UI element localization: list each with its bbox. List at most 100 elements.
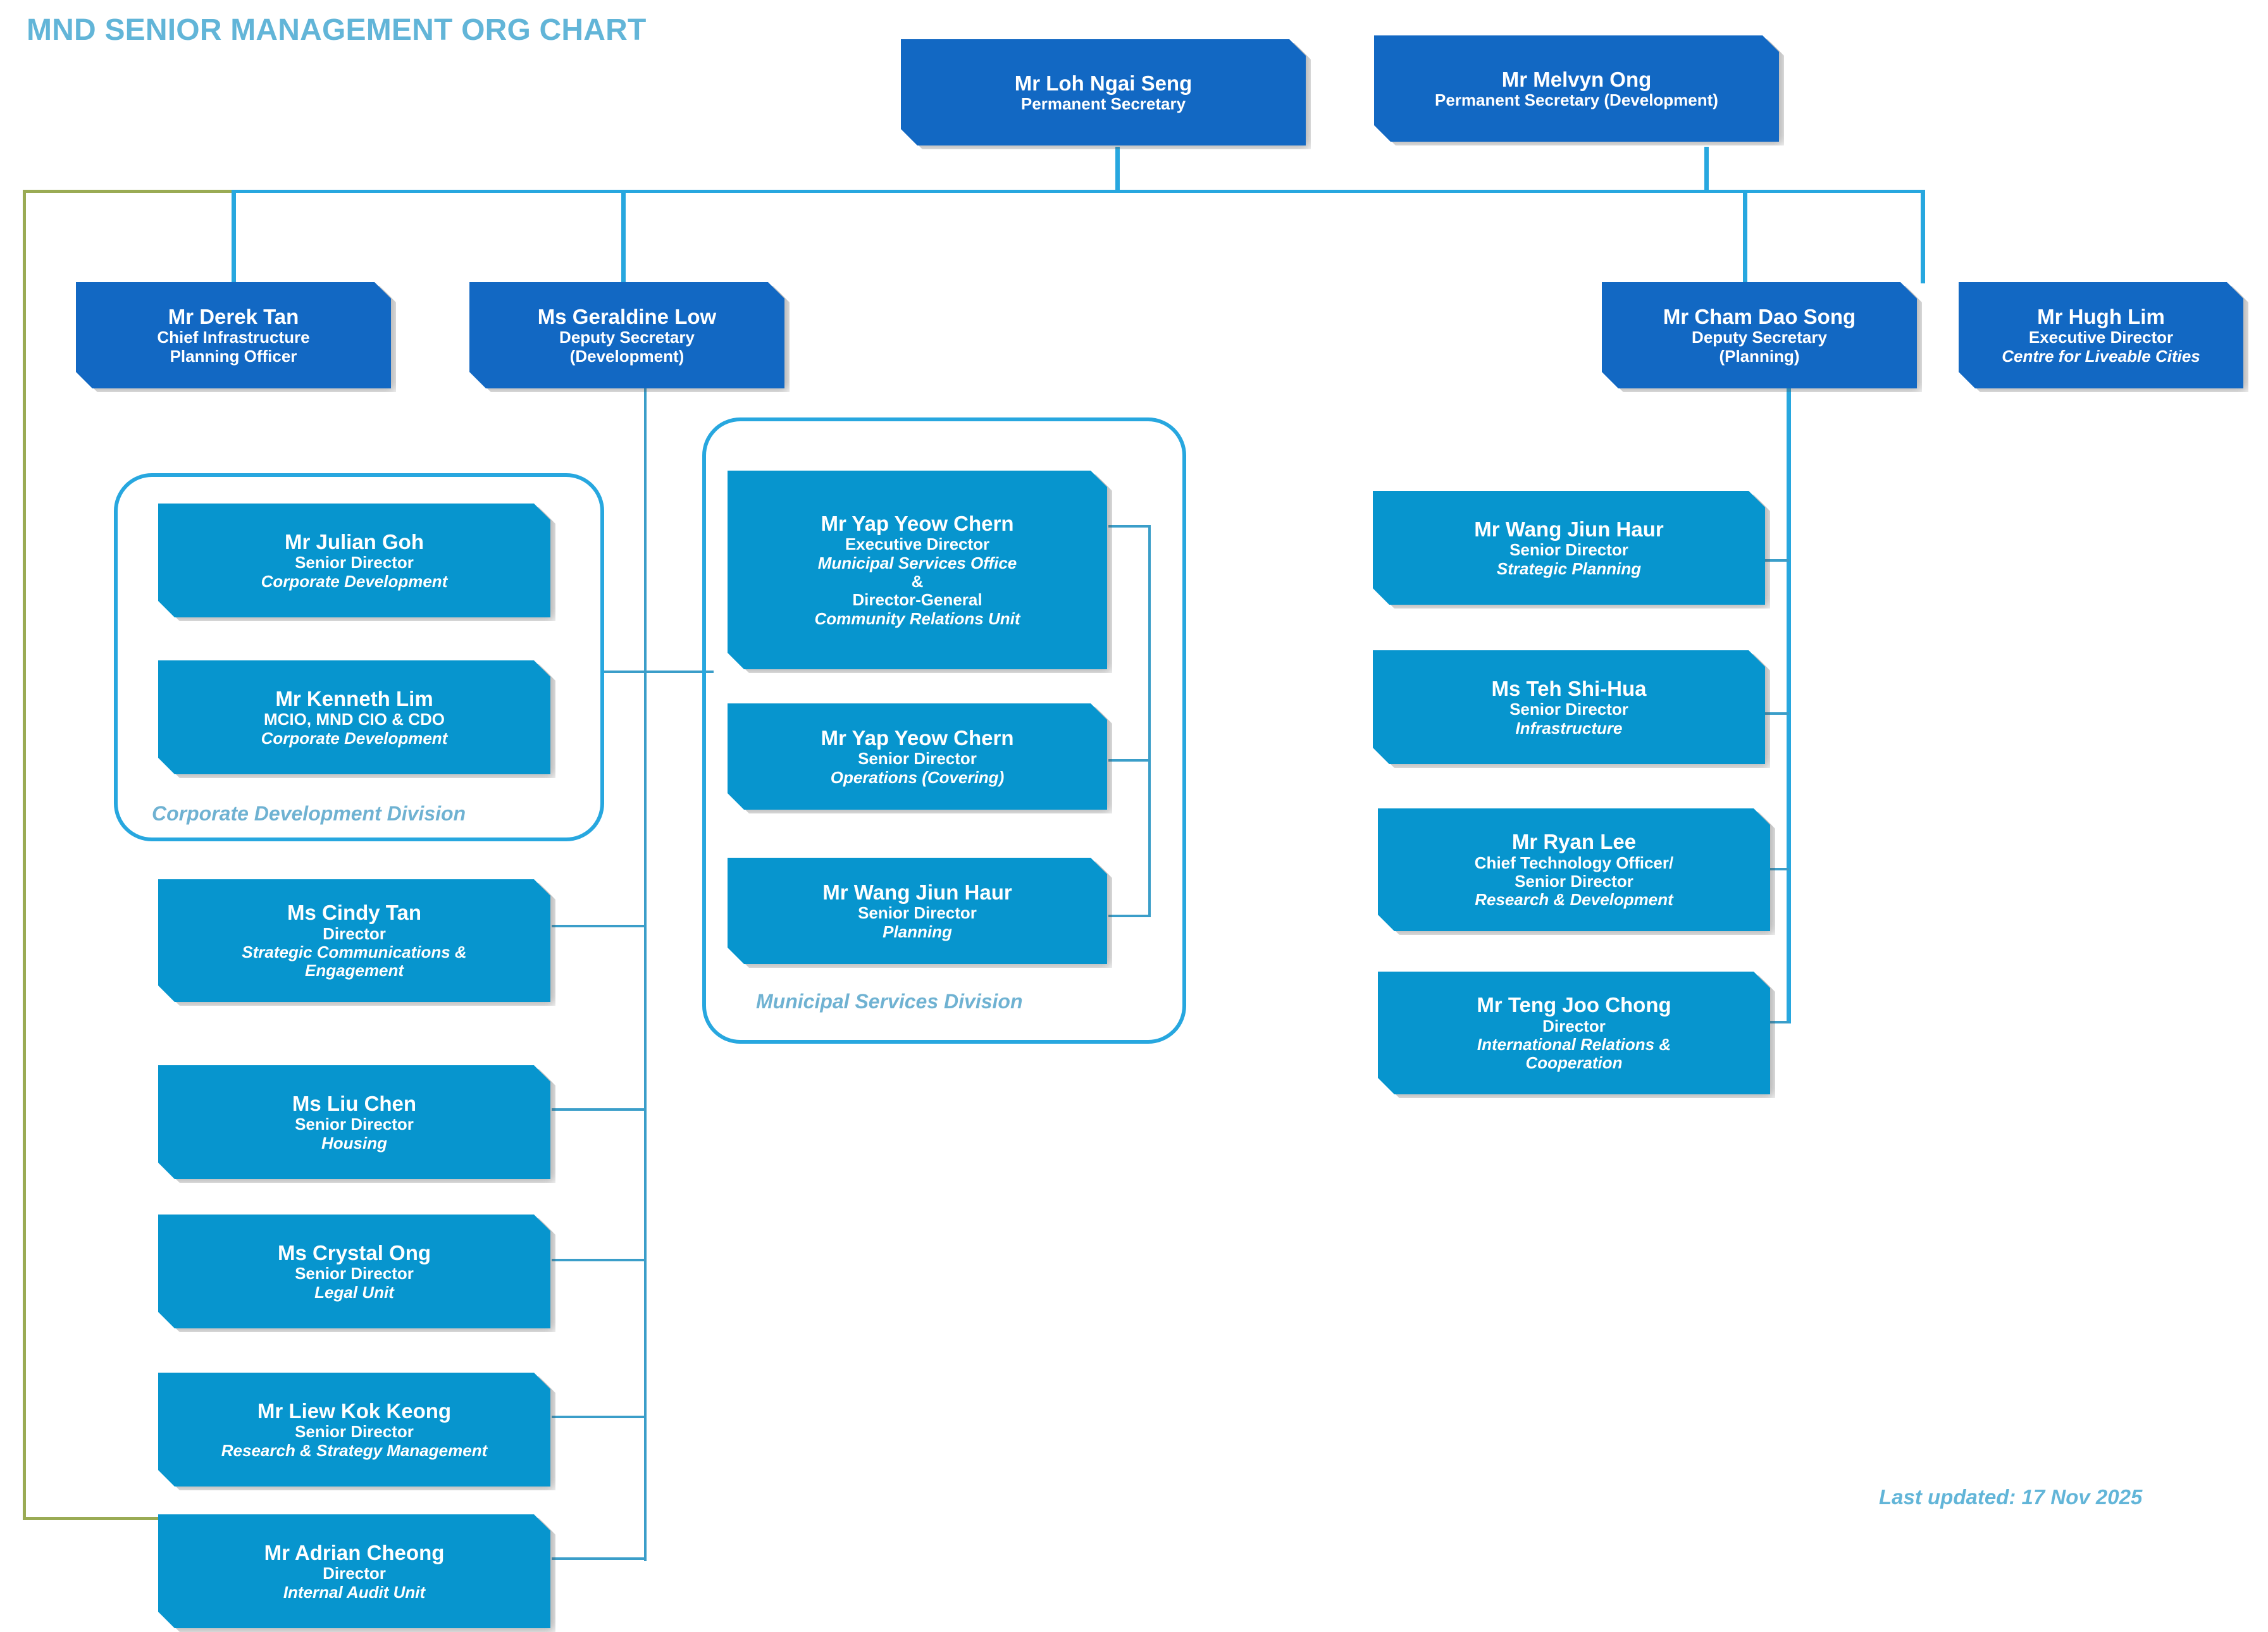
- node-ryan-lee[interactable]: Mr Ryan Lee Chief Technology Officer/ Se…: [1378, 808, 1770, 931]
- node-crystal-ong[interactable]: Ms Crystal Ong Senior Director Legal Uni…: [158, 1215, 550, 1328]
- connector-stub-cdd: [604, 671, 645, 673]
- connector-bus-to-derek: [232, 190, 236, 283]
- node-liew-kok-keong[interactable]: Mr Liew Kok Keong Senior Director Resear…: [158, 1373, 550, 1487]
- last-updated-label: Last updated: 17 Nov 2025: [1879, 1485, 2143, 1509]
- connector-msd-wang: [1108, 915, 1150, 917]
- node-name: Mr Wang Jiun Haur: [822, 880, 1012, 904]
- connector-stub-crystal: [552, 1259, 645, 1261]
- node-role: Director: [323, 924, 386, 943]
- node-role-line2: (Planning): [1719, 346, 1800, 366]
- node-wang-jiun-haur-planning[interactable]: Mr Wang Jiun Haur Senior Director Planni…: [728, 858, 1107, 964]
- node-role: Executive Director: [2028, 328, 2174, 347]
- connector-loh-down: [1115, 147, 1120, 192]
- connector-geraldine-spine: [644, 387, 647, 1561]
- node-role-line2: Planning Officer: [170, 346, 297, 366]
- node-unit-line1: International Relations &: [1477, 1034, 1671, 1054]
- node-name: Ms Cindy Tan: [287, 901, 422, 925]
- connector-stub-liew: [552, 1416, 645, 1418]
- node-name: Mr Ryan Lee: [1511, 830, 1637, 854]
- node-name: Mr Yap Yeow Chern: [821, 511, 1014, 535]
- node-cham-dao-song[interactable]: Mr Cham Dao Song Deputy Secretary (Plann…: [1602, 282, 1917, 388]
- node-role-line1: Chief Infrastructure: [157, 328, 310, 347]
- node-unit: Legal Unit: [314, 1282, 394, 1302]
- node-unit: Infrastructure: [1515, 718, 1623, 738]
- frame-bottom-olive-stub: [23, 1517, 162, 1520]
- node-role-line2: Senior Director: [1515, 871, 1633, 891]
- node-derek-tan[interactable]: Mr Derek Tan Chief Infrastructure Planni…: [76, 282, 391, 388]
- connector-stub-adrian: [552, 1557, 645, 1560]
- node-role: Senior Director: [858, 903, 977, 923]
- node-role-line1: Deputy Secretary: [559, 328, 695, 347]
- division-frame-corporate-development: [114, 473, 604, 841]
- node-role: Senior Director: [295, 553, 414, 572]
- connector-stub-liu: [552, 1108, 645, 1111]
- node-hugh-lim[interactable]: Mr Hugh Lim Executive Director Centre fo…: [1959, 282, 2243, 388]
- connector-melvyn-down: [1704, 147, 1709, 192]
- connector-stub-ryan: [1763, 868, 1789, 870]
- node-role-line1: Deputy Secretary: [1692, 328, 1827, 347]
- node-unit: Operations (Covering): [830, 767, 1005, 787]
- top-connector-bus: [232, 190, 1923, 193]
- node-adrian-cheong[interactable]: Mr Adrian Cheong Director Internal Audit…: [158, 1514, 550, 1628]
- node-unit: Centre for Liveable Cities: [2002, 346, 2200, 366]
- node-name: Ms Crystal Ong: [277, 1240, 431, 1264]
- node-role: Senior Director: [1509, 700, 1628, 719]
- node-kenneth-lim[interactable]: Mr Kenneth Lim MCIO, MND CIO & CDO Corpo…: [158, 660, 550, 774]
- node-unit: Strategic Planning: [1496, 559, 1642, 578]
- connector-bus-to-geraldine: [621, 190, 626, 283]
- node-role-line2: (Development): [569, 346, 685, 366]
- node-geraldine-low[interactable]: Ms Geraldine Low Deputy Secretary (Devel…: [469, 282, 784, 388]
- node-role-line1: Chief Technology Officer/: [1474, 853, 1674, 872]
- connector-msd-yap2: [1108, 759, 1150, 762]
- node-role: Director: [1542, 1016, 1606, 1035]
- node-name: Mr Melvyn Ong: [1501, 67, 1652, 91]
- node-yap-yeow-chern-senior-director[interactable]: Mr Yap Yeow Chern Senior Director Operat…: [728, 703, 1107, 810]
- division-label-corporate-development: Corporate Development Division: [152, 802, 466, 825]
- node-name: Mr Julian Goh: [284, 529, 424, 553]
- node-role: MCIO, MND CIO & CDO: [264, 710, 445, 729]
- connector-msd-yap1: [1108, 525, 1150, 528]
- node-role-secondary: Director-General: [852, 590, 982, 610]
- node-liu-chen[interactable]: Ms Liu Chen Senior Director Housing: [158, 1065, 550, 1179]
- node-name: Ms Teh Shi-Hua: [1491, 676, 1647, 700]
- node-loh-ngai-seng[interactable]: Mr Loh Ngai Seng Permanent Secretary: [901, 39, 1306, 145]
- connector-stub-msd: [644, 671, 714, 673]
- node-yap-yeow-chern-executive-director[interactable]: Mr Yap Yeow Chern Executive Director Mun…: [728, 471, 1107, 669]
- node-julian-goh[interactable]: Mr Julian Goh Senior Director Corporate …: [158, 504, 550, 617]
- node-unit: Research & Development: [1475, 890, 1673, 910]
- node-unit: Corporate Development: [261, 571, 448, 591]
- frame-top-olive: [23, 190, 232, 193]
- division-frame-municipal-services: [702, 417, 1186, 1044]
- node-unit-line1: Strategic Communications &: [242, 942, 467, 961]
- node-name: Mr Adrian Cheong: [264, 1540, 445, 1564]
- node-role: Senior Director: [295, 1422, 414, 1442]
- node-cindy-tan[interactable]: Ms Cindy Tan Director Strategic Communic…: [158, 879, 550, 1002]
- node-role: Permanent Secretary (Development): [1435, 90, 1718, 109]
- node-name: Mr Teng Joo Chong: [1477, 993, 1671, 1017]
- node-name: Mr Yap Yeow Chern: [821, 726, 1014, 750]
- connector-bus-to-hugh: [1921, 190, 1925, 283]
- node-role: Senior Director: [295, 1115, 414, 1134]
- node-name: Mr Kenneth Lim: [275, 686, 433, 710]
- node-unit-secondary: Community Relations Unit: [814, 609, 1020, 628]
- node-name: Ms Liu Chen: [292, 1091, 417, 1115]
- node-unit: Planning: [883, 922, 952, 941]
- node-melvyn-ong[interactable]: Mr Melvyn Ong Permanent Secretary (Devel…: [1374, 35, 1779, 142]
- node-name: Ms Geraldine Low: [537, 304, 717, 328]
- node-unit: Research & Strategy Management: [221, 1440, 488, 1460]
- connector-cham-spine: [1787, 387, 1791, 1023]
- node-ampersand: &: [911, 571, 924, 591]
- connector-msd-inner-spine: [1148, 525, 1151, 917]
- node-name: Mr Derek Tan: [168, 304, 299, 328]
- node-role: Senior Director: [1509, 540, 1628, 560]
- node-name: Mr Wang Jiun Haur: [1474, 517, 1664, 541]
- connector-stub-teng: [1763, 1021, 1789, 1023]
- node-name: Mr Liew Kok Keong: [257, 1399, 452, 1423]
- node-wang-jiun-haur-strategic-planning[interactable]: Mr Wang Jiun Haur Senior Director Strate…: [1373, 491, 1765, 605]
- node-unit: Corporate Development: [261, 728, 448, 748]
- node-role: Senior Director: [858, 749, 977, 769]
- node-teng-joo-chong[interactable]: Mr Teng Joo Chong Director International…: [1378, 972, 1770, 1094]
- node-teh-shi-hua[interactable]: Ms Teh Shi-Hua Senior Director Infrastru…: [1373, 650, 1765, 764]
- node-unit: Internal Audit Unit: [283, 1582, 426, 1602]
